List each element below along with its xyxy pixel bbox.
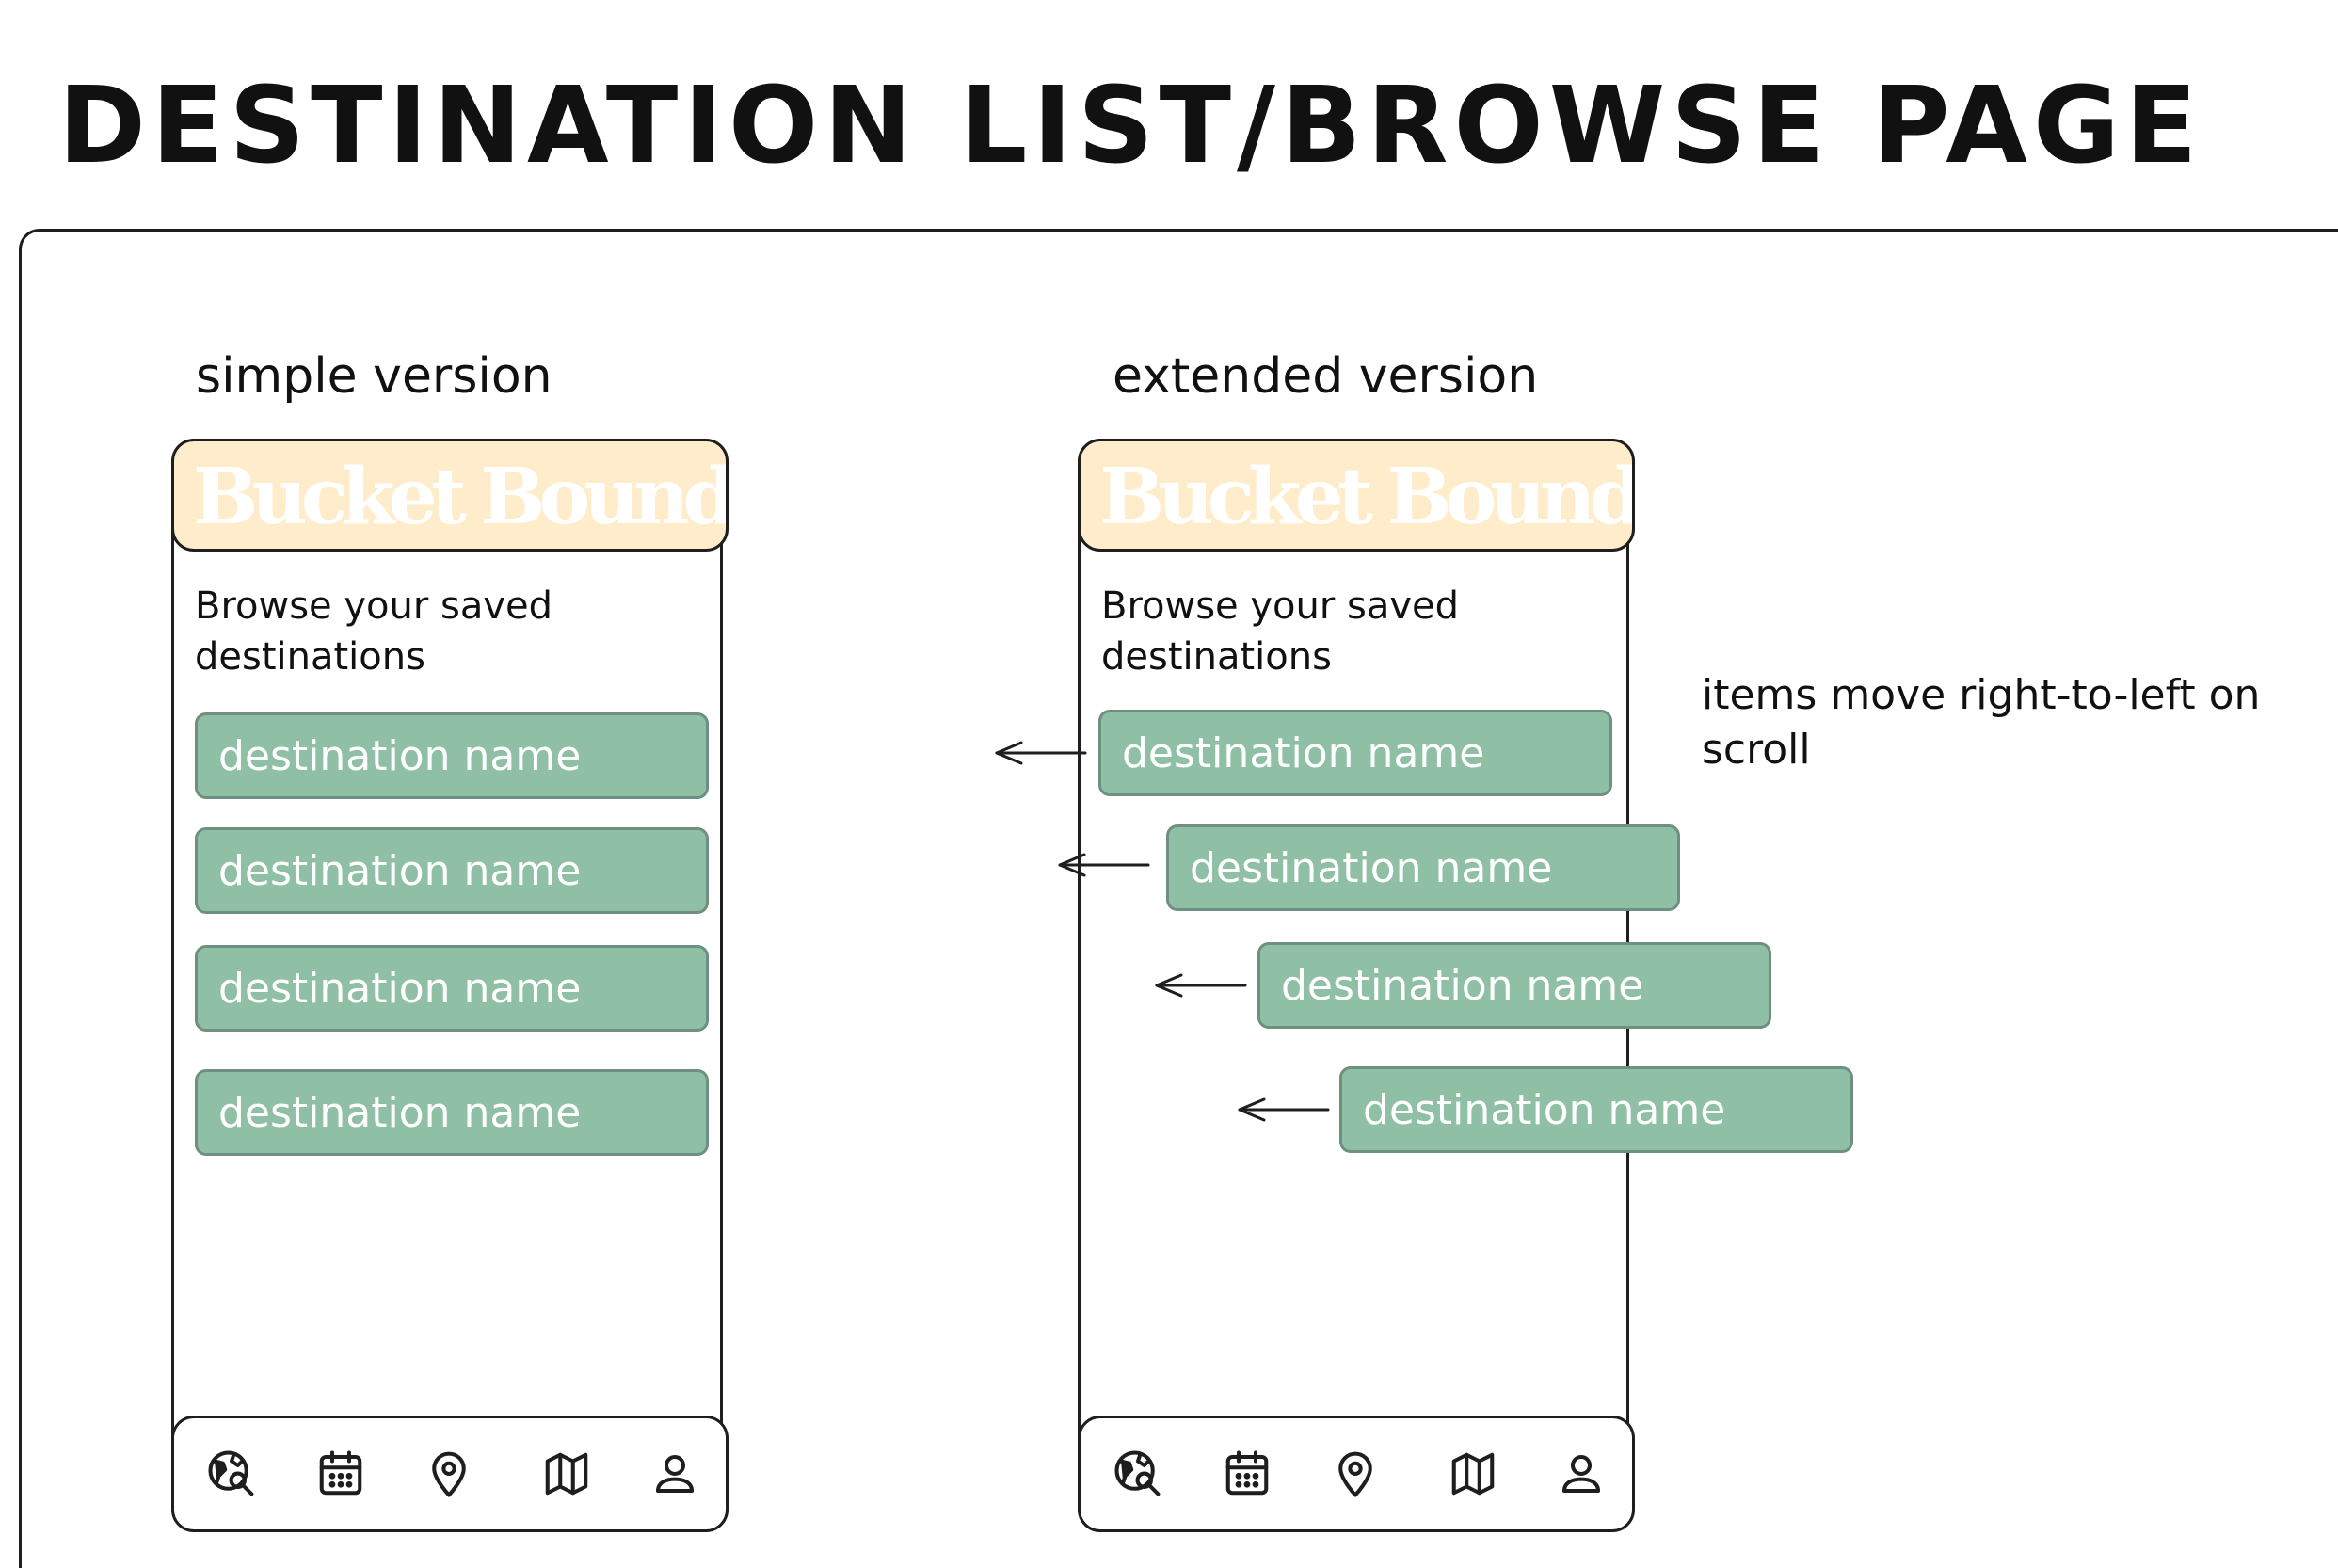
calendar-icon[interactable] bbox=[1222, 1448, 1273, 1499]
extended-version-label: extended version bbox=[1113, 348, 1539, 405]
user-icon[interactable] bbox=[1556, 1448, 1607, 1499]
destination-card[interactable]: destination name bbox=[195, 712, 709, 799]
destination-name: destination name bbox=[218, 732, 582, 780]
destination-name: destination name bbox=[218, 1089, 582, 1137]
left-arrow-icon bbox=[993, 739, 1087, 767]
page-title: DESTINATION LIST/BROWSE PAGE bbox=[58, 65, 2203, 187]
app-header: Bucket Bounds bbox=[1078, 439, 1635, 552]
destination-card[interactable]: destination name bbox=[195, 945, 709, 1032]
destination-card[interactable]: destination name bbox=[1098, 710, 1612, 796]
intro-text: Browse your saved destinations bbox=[1101, 584, 1460, 679]
brand-logo: Bucket Bounds bbox=[1099, 452, 1635, 542]
scroll-note: items move right-to-left on scroll bbox=[1702, 671, 2261, 774]
destination-name: destination name bbox=[1281, 962, 1644, 1010]
simple-version-label: simple version bbox=[196, 348, 552, 405]
destination-name: destination name bbox=[1363, 1086, 1726, 1134]
left-arrow-icon bbox=[1236, 1096, 1330, 1124]
canvas-frame bbox=[19, 229, 2338, 1568]
destination-name: destination name bbox=[218, 847, 582, 895]
map-icon[interactable] bbox=[1448, 1448, 1498, 1499]
bottom-nav bbox=[1078, 1416, 1635, 1532]
destination-name: destination name bbox=[1190, 844, 1553, 892]
destination-name: destination name bbox=[218, 965, 582, 1013]
calendar-icon[interactable] bbox=[315, 1448, 366, 1499]
intro-text: Browse your saved destinations bbox=[195, 584, 553, 679]
brand-logo: Bucket Bounds bbox=[193, 452, 729, 542]
left-arrow-icon bbox=[1153, 971, 1247, 1000]
phone-simple: Bucket Bounds Browse your saved destinat… bbox=[171, 439, 729, 1532]
app-header: Bucket Bounds bbox=[171, 439, 729, 552]
globe-search-icon[interactable] bbox=[206, 1448, 257, 1499]
destination-card[interactable]: destination name bbox=[1166, 824, 1680, 911]
destination-name: destination name bbox=[1122, 729, 1485, 777]
destination-card[interactable]: destination name bbox=[1339, 1066, 1853, 1153]
destination-card[interactable]: destination name bbox=[1257, 942, 1771, 1029]
globe-search-icon[interactable] bbox=[1113, 1448, 1163, 1499]
map-pin-icon[interactable] bbox=[1330, 1448, 1381, 1499]
map-pin-icon[interactable] bbox=[424, 1448, 474, 1499]
destination-card[interactable]: destination name bbox=[195, 1069, 709, 1156]
destination-card[interactable]: destination name bbox=[195, 827, 709, 914]
bottom-nav bbox=[171, 1416, 729, 1532]
map-icon[interactable] bbox=[541, 1448, 592, 1499]
user-icon[interactable] bbox=[649, 1448, 700, 1499]
left-arrow-icon bbox=[1056, 851, 1150, 879]
